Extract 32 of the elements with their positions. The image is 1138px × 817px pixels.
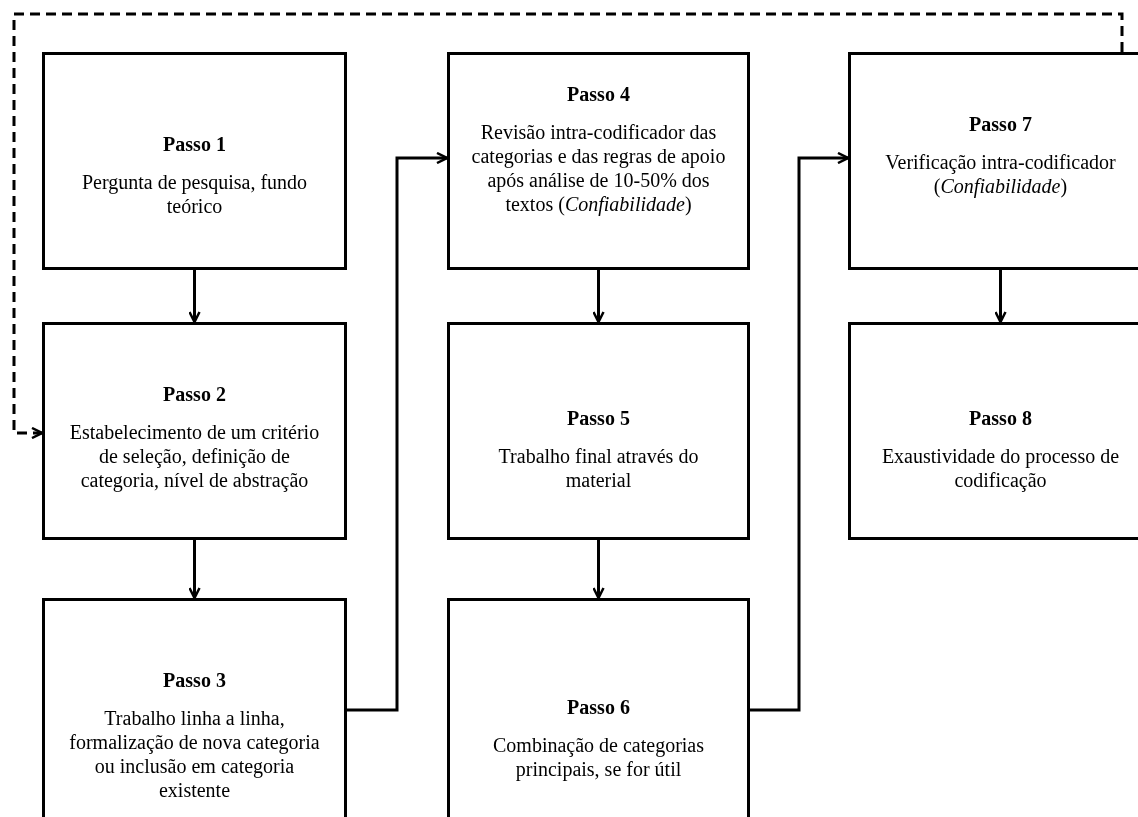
arrow xyxy=(188,540,201,600)
arrow xyxy=(592,270,605,324)
process-box xyxy=(447,598,750,817)
step-heading: Passo 7 xyxy=(969,112,1032,136)
step-description: Exaustividade do processo de codificação xyxy=(880,444,1121,492)
step-description: Verificação intra-codificador (Confiabilidade) xyxy=(884,150,1117,198)
step-description: Revisão intra-codificador das categorias e das regras de apoio após análise de 10-50% dos textos (Confiabilidade) xyxy=(470,120,727,216)
process-box xyxy=(848,322,1138,540)
process-box xyxy=(848,52,1138,270)
step-heading: Passo 5 xyxy=(567,406,630,430)
arrow xyxy=(347,151,449,712)
step-description: Estabelecimento de um critério de seleção, definição de categoria, nível de abstração xyxy=(68,420,321,492)
process-box xyxy=(42,598,347,817)
step-heading: Passo 4 xyxy=(567,82,630,106)
arrow xyxy=(188,270,201,324)
step-description: Trabalho linha a linha, formalização de nova categoria ou inclusão em categoria existente xyxy=(68,706,321,802)
step-description: Trabalho final através do material xyxy=(497,444,700,492)
arrow xyxy=(994,270,1007,324)
arrow xyxy=(592,540,605,600)
step-heading: Passo 3 xyxy=(163,668,226,692)
step-heading: Passo 6 xyxy=(567,695,630,719)
step-description: Pergunta de pesquisa, fundo teórico xyxy=(80,170,309,218)
step-heading: Passo 1 xyxy=(163,132,226,156)
arrow xyxy=(750,151,850,712)
dashed-arrow xyxy=(12,12,1124,440)
process-box xyxy=(42,322,347,540)
process-box xyxy=(42,52,347,270)
process-box xyxy=(447,52,750,270)
process-box xyxy=(447,322,750,540)
step-description: Combinação de categorias principais, se for útil xyxy=(492,733,705,781)
step-heading: Passo 2 xyxy=(163,382,226,406)
step-heading: Passo 8 xyxy=(969,406,1032,430)
